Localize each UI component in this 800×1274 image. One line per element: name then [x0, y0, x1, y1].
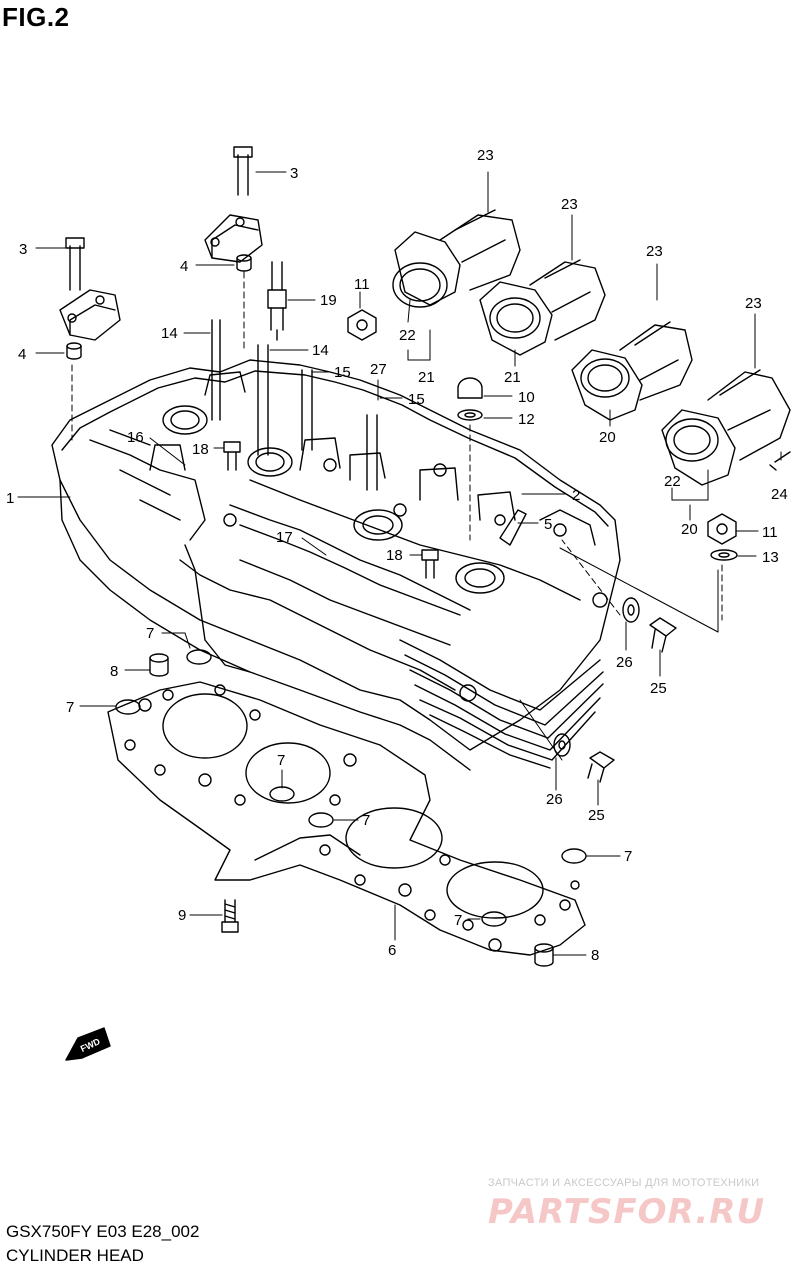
dowel-pins: [149, 653, 554, 967]
callout-c22b: 22: [664, 473, 681, 490]
callout-c23c: 23: [646, 243, 663, 260]
figure-title: FIG.2: [2, 2, 70, 32]
callout-c20b: 20: [681, 521, 698, 538]
callout-c25a: 25: [650, 680, 667, 697]
studs-and-pipes: [211, 319, 378, 491]
cylinder-head: [51, 359, 621, 771]
callout-c23b: 23: [561, 196, 578, 213]
callout-c4b: 4: [180, 258, 188, 275]
callout-c7a: 7: [146, 625, 154, 642]
o-rings: [115, 649, 587, 927]
callout-c16: 16: [127, 429, 144, 446]
callout-c18a: 18: [192, 441, 209, 458]
callout-c3b: 3: [290, 165, 298, 182]
callout-c7f: 7: [454, 912, 462, 929]
callout-c7e: 7: [624, 848, 632, 865]
spark-plug: [267, 261, 287, 341]
oil-plugs: [553, 597, 677, 783]
callout-c26b: 26: [546, 791, 563, 808]
callout-c11b: 11: [762, 524, 778, 541]
watermark-logo: PARTSFOR.RU: [488, 1192, 766, 1232]
nuts-washers: [223, 309, 738, 579]
bolt-9: [221, 899, 239, 933]
callout-c7c: 7: [277, 752, 285, 769]
callout-c21a: 21: [418, 369, 435, 386]
callout-c18b: 18: [386, 547, 403, 564]
callout-c20a: 20: [599, 429, 616, 446]
callout-c23d: 23: [745, 295, 762, 312]
callout-c13: 13: [762, 549, 779, 566]
callout-c5: 5: [544, 516, 552, 533]
callout-c22a: 22: [399, 327, 416, 344]
callout-c26a: 26: [616, 654, 633, 671]
callout-c1: 1: [6, 490, 14, 507]
callout-c11a: 11: [354, 276, 370, 293]
callout-c15b: 15: [408, 391, 425, 408]
fwd-arrow: [65, 1027, 111, 1061]
callout-c23a: 23: [477, 147, 494, 164]
callout-c24: 24: [771, 486, 788, 503]
callout-c7b: 7: [66, 699, 74, 716]
cylinder-head-gasket: [107, 681, 586, 956]
callout-c14b: 14: [312, 342, 329, 359]
callout-c17: 17: [276, 529, 293, 546]
callout-c19: 19: [320, 292, 337, 309]
callout-c6: 6: [388, 942, 396, 959]
section-name: CYLINDER HEAD: [6, 1246, 144, 1265]
cam-holder-brackets: [59, 146, 263, 360]
watermark-caption: ЗАПЧАСТИ И АКСЕССУАРЫ ДЛЯ МОТОТЕХНИКИ: [488, 1177, 760, 1189]
intake-pipes: [392, 209, 791, 486]
callout-c14a: 14: [161, 325, 178, 342]
callout-c8a: 8: [110, 663, 118, 680]
callout-c9: 9: [178, 907, 186, 924]
callout-c27: 27: [370, 361, 387, 378]
callout-c7d: 7: [362, 812, 370, 829]
callout-c3a: 3: [19, 241, 27, 258]
callout-c10: 10: [518, 389, 535, 406]
callout-numbers: 3 3 4 4 19 11 14 14 15 15 27 16 18 18 1 …: [6, 147, 788, 1054]
callout-c15a: 15: [334, 364, 351, 381]
callout-c4a: 4: [18, 346, 26, 363]
model-code: GSX750FY E03 E28_002: [6, 1222, 200, 1241]
callout-c2: 2: [572, 487, 580, 504]
callout-c21b: 21: [504, 369, 521, 386]
leader-lines: [17, 171, 782, 956]
callout-c8b: 8: [591, 947, 599, 964]
callout-c25b: 25: [588, 807, 605, 824]
callout-c12: 12: [518, 411, 535, 428]
